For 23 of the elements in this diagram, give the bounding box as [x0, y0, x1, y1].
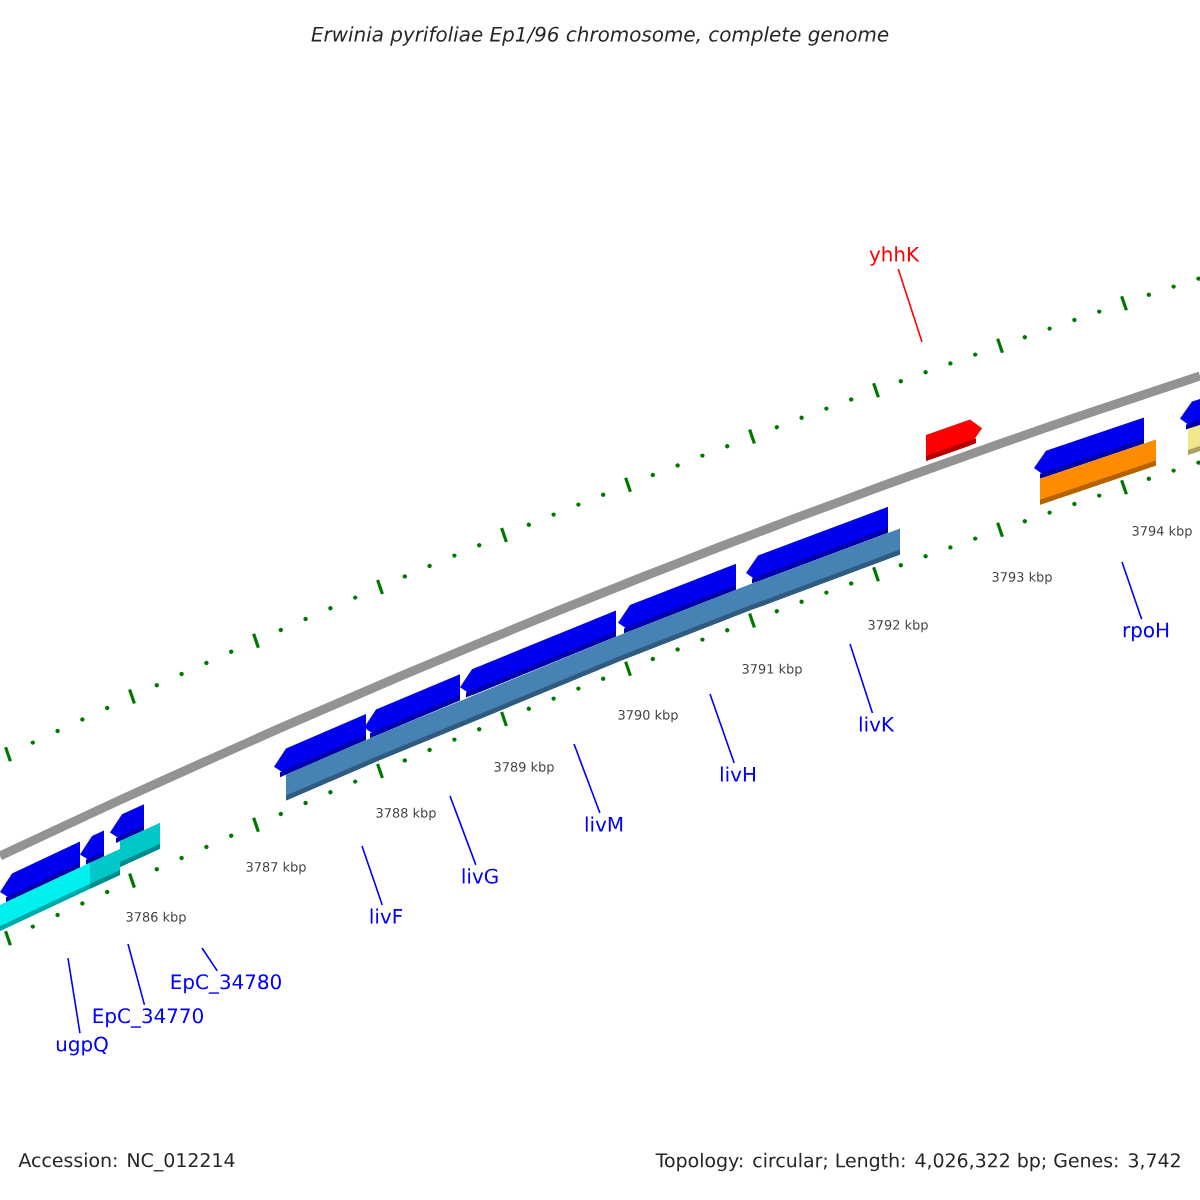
footer-text: Topology: circular; Length: 4,026,322 bp; Genes: 3,742 — [655, 1152, 1180, 1172]
leader-line — [449, 795, 477, 866]
leader-line — [849, 643, 874, 714]
gene-label: yhhK — [869, 246, 920, 266]
leader-line — [897, 268, 923, 343]
gene-label: livG — [462, 868, 498, 884]
gene-label: ugpQ — [56, 1036, 108, 1056]
footer-text: Accession: NC_012214 — [18, 1152, 235, 1172]
leader-line — [201, 947, 219, 972]
gene-label: EpC_34770 — [93, 1008, 203, 1028]
gene-label: livH — [720, 766, 755, 782]
gene-label: rpoH — [1123, 622, 1169, 642]
gene-label: livK — [859, 716, 895, 732]
gene-label: livM — [585, 816, 623, 832]
leader-line — [1121, 561, 1143, 621]
title: Erwinia pyrifoliae Ep1/96 chromosome, complete genome — [311, 26, 889, 46]
leader-line — [709, 693, 735, 764]
leader-line — [361, 845, 384, 906]
leader-line — [573, 743, 601, 814]
gene-label: livF — [370, 908, 403, 924]
leader-line — [127, 943, 146, 1006]
gene-label: EpC_34780 — [171, 974, 281, 994]
leader-line — [67, 957, 81, 1034]
